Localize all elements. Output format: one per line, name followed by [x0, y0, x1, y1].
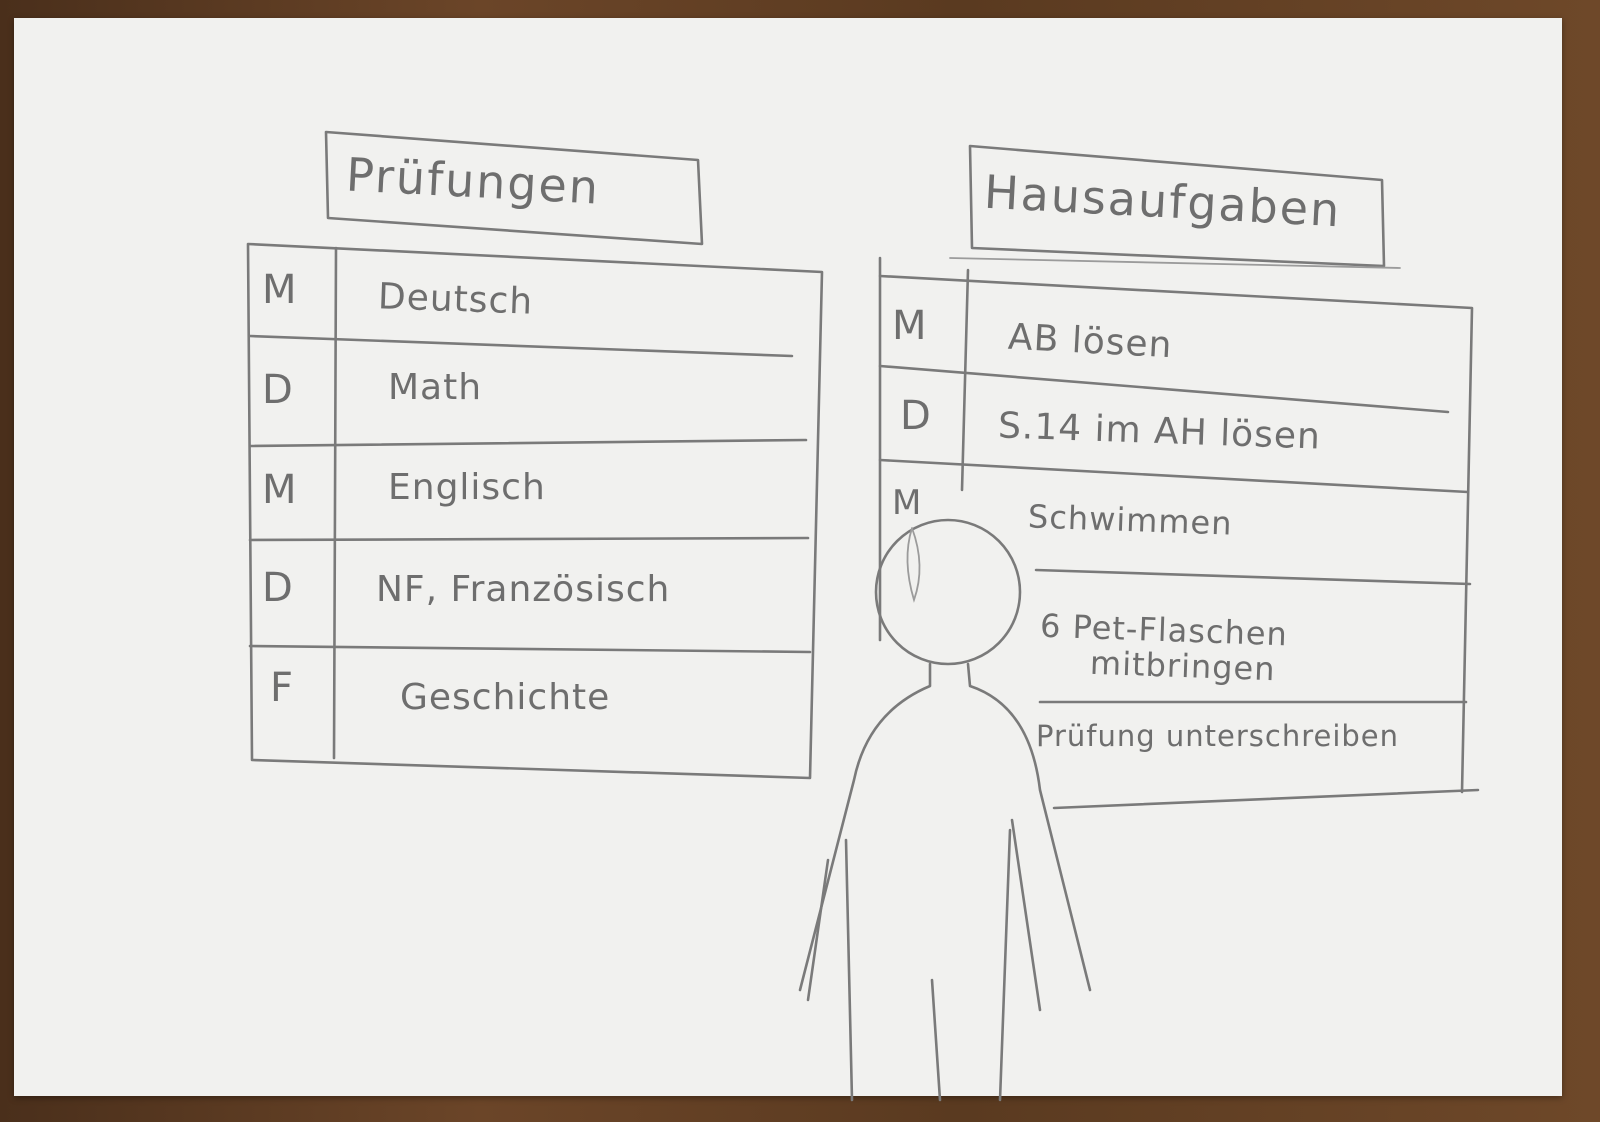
pruefungen-row-4-subject: NF, Französisch — [376, 569, 671, 610]
hausaufgaben-row-1-task: AB lösen — [1007, 316, 1174, 367]
hausaufgaben-row-2-day: D — [900, 393, 931, 439]
hausaufgaben-row-3-day: M — [892, 483, 922, 523]
pruefungen-row-5-subject: Geschichte — [400, 677, 611, 718]
pruefungen-row-2-subject: Math — [388, 367, 483, 408]
pruefungen-title: Prüfungen — [344, 147, 602, 215]
hausaufgaben-title-box — [968, 144, 1386, 268]
pruefungen-row-4-day: D — [262, 565, 293, 611]
pruefungen-title-box — [324, 130, 704, 246]
hausaufgaben-row-4-task-line2: mitbringen — [1089, 643, 1277, 689]
paper-sheet — [14, 18, 1562, 1096]
pruefungen-row-5-day: F — [270, 665, 294, 711]
hausaufgaben-row-4-task-line1: 6 Pet-Flaschen — [1039, 606, 1289, 654]
pruefungen-row-2-day: D — [262, 367, 293, 413]
hausaufgaben-row-1-day: M — [892, 303, 927, 349]
pruefungen-row-1-subject: Deutsch — [377, 276, 534, 323]
pruefungen-table — [246, 242, 824, 780]
pruefungen-row-3-day: M — [262, 467, 297, 513]
hausaufgaben-table — [878, 256, 1480, 810]
pruefungen-row-3-subject: Englisch — [388, 467, 546, 508]
hausaufgaben-row-3-task: Schwimmen — [1027, 497, 1234, 543]
hausaufgaben-row-5-task: Prüfung unterschreiben — [1036, 719, 1400, 753]
pruefungen-row-1-day: M — [262, 267, 297, 313]
person-back-view-icon — [798, 518, 1092, 1102]
